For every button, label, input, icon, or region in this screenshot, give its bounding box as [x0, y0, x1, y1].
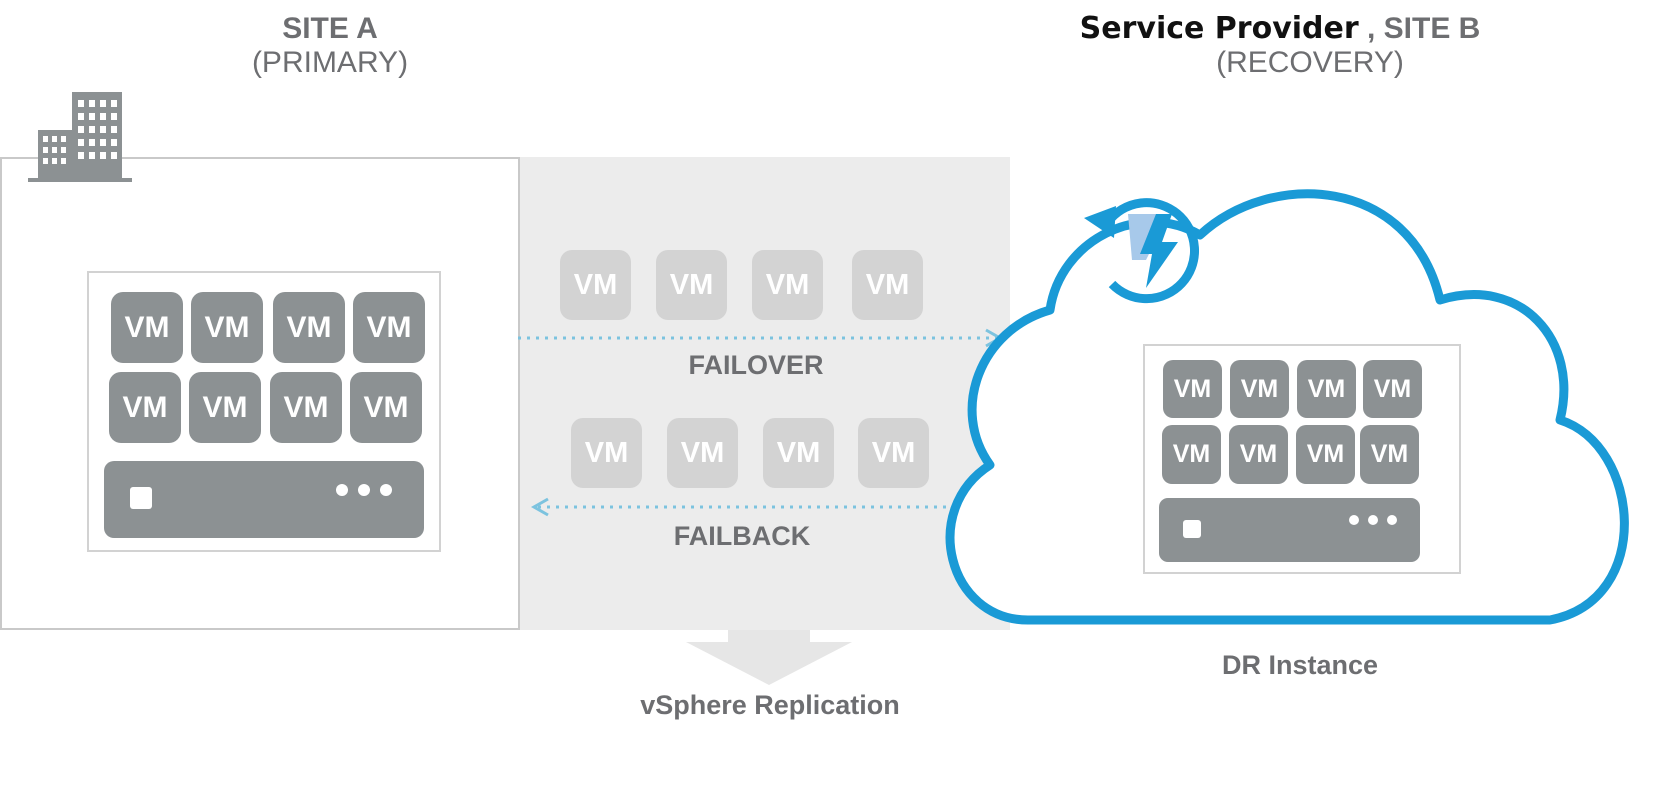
failover-vm: VM: [656, 250, 727, 320]
site-a-vm: VM: [109, 372, 181, 443]
failback-label: FAILBACK: [673, 521, 811, 551]
site-a-vm: VM: [270, 372, 342, 443]
server-light-icon: [358, 484, 370, 496]
site-a-title: SITE A: [282, 12, 378, 45]
dr-instance-label: DR Instance: [1221, 650, 1379, 680]
server-light-icon: [1349, 515, 1359, 525]
replication-down-arrow: [686, 630, 852, 685]
site-a-vm: VM: [350, 372, 422, 443]
site-b-vm: VM: [1363, 360, 1422, 418]
failover-vm: VM: [752, 250, 823, 320]
refresh-lightning-icon: [1084, 198, 1200, 304]
site-b-vm: VM: [1163, 360, 1222, 418]
failover-label: FAILOVER: [688, 350, 824, 380]
site-a-subtitle: (PRIMARY): [251, 46, 409, 79]
site-b-vm: VM: [1162, 425, 1221, 484]
site-a-vm: VM: [353, 292, 425, 363]
site-b-vm: VM: [1296, 425, 1355, 484]
site-a-vm: VM: [273, 292, 345, 363]
site-b-vm: VM: [1360, 425, 1419, 484]
server-light-icon: [1368, 515, 1378, 525]
site-b-vm: VM: [1297, 360, 1356, 418]
server-light-icon: [1387, 515, 1397, 525]
site-a-vm: VM: [191, 292, 263, 363]
failback-arrow: [530, 497, 952, 517]
server-icon: [104, 461, 424, 538]
replication-band: [520, 157, 1010, 630]
site-a-vm: VM: [111, 292, 183, 363]
failback-vm: VM: [763, 418, 834, 488]
server-drive-icon: [1183, 520, 1201, 538]
building-icon: [28, 92, 132, 182]
site-b-title: SITE B: [1383, 12, 1481, 45]
site-a-vm: VM: [189, 372, 261, 443]
failback-vm: VM: [667, 418, 738, 488]
server-drive-icon: [130, 487, 152, 509]
site-b-vm: VM: [1230, 360, 1289, 418]
server-icon: [1159, 498, 1420, 562]
server-light-icon: [336, 484, 348, 496]
service-provider-label: Service Provider: [1079, 11, 1359, 46]
site-a-header: SITE A (PRIMARY): [180, 12, 480, 80]
vsphere-replication-label: vSphere Replication: [640, 690, 900, 720]
failover-vm: VM: [852, 250, 923, 320]
failover-arrow: [518, 328, 1004, 348]
server-light-icon: [380, 484, 392, 496]
site-b-title-line: Service Provider , SITE B: [1050, 12, 1510, 46]
site-b-separator: ,: [1358, 12, 1384, 45]
failback-vm: VM: [858, 418, 929, 488]
failover-vm: VM: [560, 250, 631, 320]
failback-vm: VM: [571, 418, 642, 488]
site-b-vm: VM: [1229, 425, 1288, 484]
site-b-subtitle: (RECOVERY): [1216, 46, 1404, 79]
site-b-header: Service Provider , SITE B (RECOVERY): [1050, 12, 1510, 80]
